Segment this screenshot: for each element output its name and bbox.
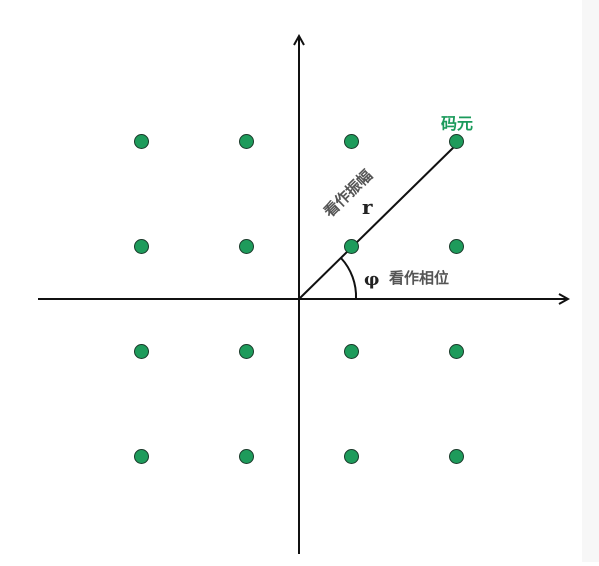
symbol-point xyxy=(239,344,254,359)
symbol-point xyxy=(134,449,149,464)
symbol-point xyxy=(449,344,464,359)
phase-angle-arc xyxy=(340,257,358,300)
symbol-point xyxy=(344,134,359,149)
right-edge-strip xyxy=(582,0,599,562)
symbol-label: 码元 xyxy=(441,114,473,133)
symbol-point xyxy=(134,239,149,254)
radius-vector xyxy=(298,143,458,300)
phase-label: 看作相位 xyxy=(389,269,449,287)
symbol-point xyxy=(239,239,254,254)
phase-symbol: φ xyxy=(364,270,379,290)
symbol-point xyxy=(449,449,464,464)
symbol-point xyxy=(344,344,359,359)
symbol-point-highlighted xyxy=(449,134,464,149)
symbol-point xyxy=(239,134,254,149)
radius-label: r xyxy=(362,195,373,219)
symbol-point xyxy=(239,449,254,464)
symbol-point xyxy=(134,134,149,149)
symbol-point xyxy=(449,239,464,254)
constellation-points xyxy=(134,134,464,464)
symbol-point xyxy=(134,344,149,359)
symbol-point xyxy=(344,449,359,464)
symbol-point xyxy=(344,239,359,254)
